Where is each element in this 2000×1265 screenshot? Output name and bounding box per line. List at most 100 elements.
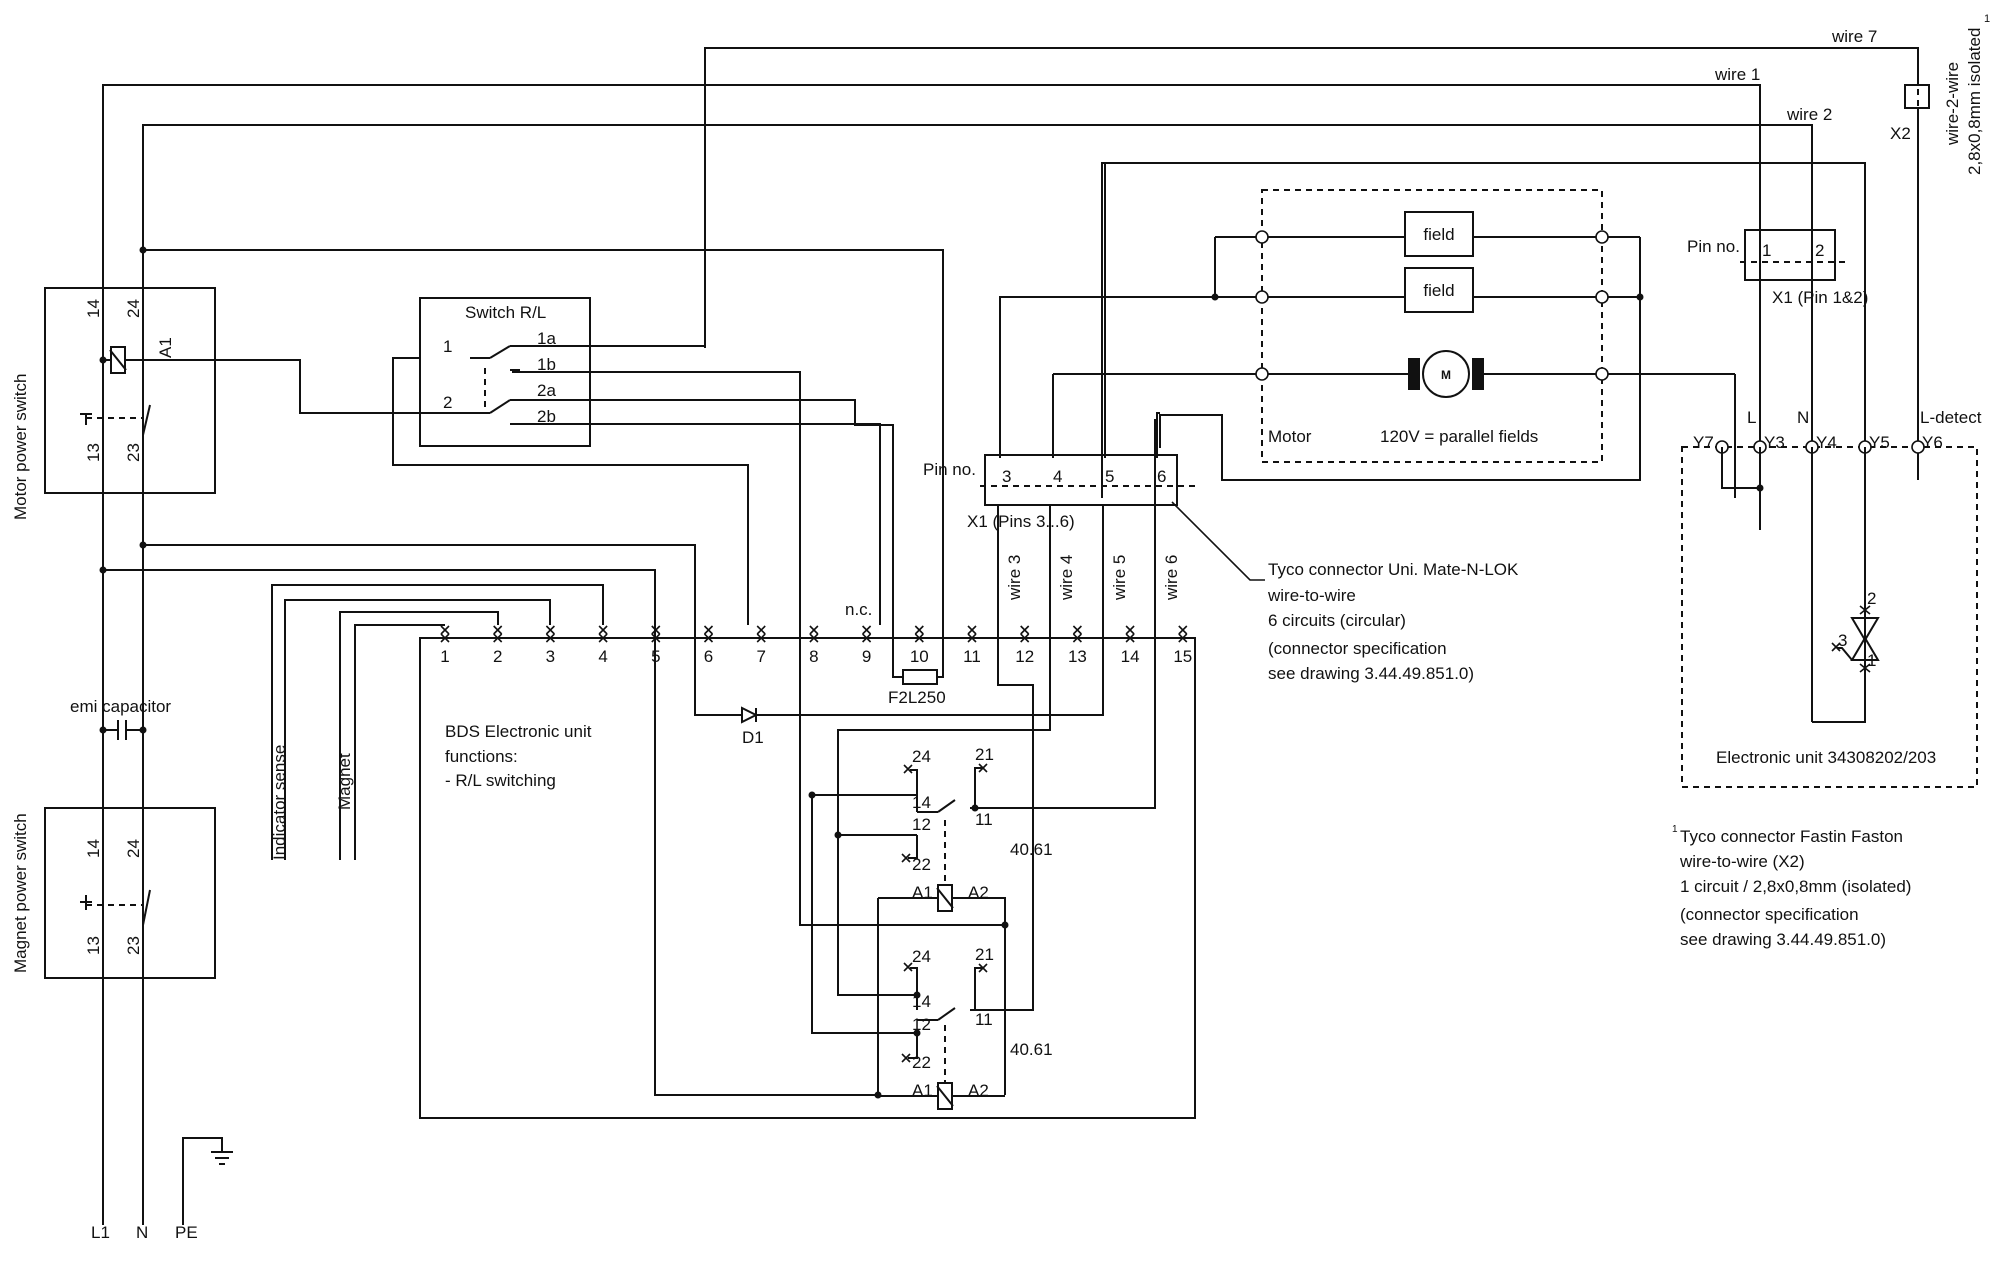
wire1-label: wire 1	[1714, 65, 1760, 84]
relay2-a1: A1	[912, 1081, 933, 1100]
mid-x1-wires	[999, 163, 1215, 458]
relay1-c24: 24	[912, 747, 931, 766]
tyco-mid-line2: wire-to-wire	[1267, 586, 1356, 605]
eu-pin-y5: Y5	[1869, 433, 1890, 452]
bds-magnet-label: Magnet	[335, 753, 354, 810]
x1-mid-pin-5: 5	[1105, 467, 1114, 486]
relay1-c22: 22	[912, 855, 931, 874]
relay1-type: 40.61	[1010, 840, 1053, 859]
motor-symbol: M	[1441, 368, 1451, 382]
x1-right-caption: X1 (Pin 1&2)	[1772, 288, 1868, 307]
tyco-mid-leader	[1171, 501, 1265, 581]
wire7-label: wire 7	[1831, 27, 1877, 46]
supply-l1: L1	[91, 1223, 110, 1242]
mps-terminal-23: 23	[124, 443, 143, 462]
x2-footnote-mark: 1	[1984, 13, 1990, 25]
magnet-power-switch-title: Magnet power switch	[11, 813, 30, 973]
switch-rl-in-2: 2	[443, 393, 452, 412]
tyco-right-line3: 1 circuit / 2,8x0,8mm (isolated)	[1680, 877, 1911, 896]
x2-spec-line2: 2,8x0,8mm isolated	[1965, 28, 1984, 175]
mid-wires-down	[997, 419, 1157, 625]
bds-terminal-label: 8	[809, 647, 818, 666]
bds-terminal-label: 11	[963, 647, 981, 666]
eu-pin-y4: Y4	[1816, 433, 1837, 452]
mps-terminal-13: 13	[84, 443, 103, 462]
bds-terminal-label: 2	[493, 647, 502, 666]
motor-power-switch	[44, 287, 490, 494]
bds-terminal-label: 9	[862, 647, 871, 666]
mps-coil-label: A1	[156, 337, 175, 358]
bds-diode-label: D1	[742, 728, 764, 747]
bds-terminal-label: 7	[756, 647, 765, 666]
relay2-c22: 22	[912, 1053, 931, 1072]
relay2-c11: 11	[975, 1010, 993, 1029]
bds-fuse-label: F2L250	[888, 688, 946, 707]
relay1-a1: A1	[912, 883, 933, 902]
bds-terminal-15: 15	[1173, 625, 1192, 666]
bds-terminal-10: 10	[910, 625, 929, 666]
relay1-c14: 14	[912, 793, 931, 812]
mps-terminal-24: 24	[124, 299, 143, 318]
wire2-label: wire 2	[1786, 105, 1832, 124]
motor-field2: field	[1423, 281, 1454, 300]
bds-terminal-label: 13	[1068, 647, 1087, 666]
ground-symbol	[182, 1137, 233, 1225]
tyco-right-line1: Tyco connector Fastin Faston	[1680, 827, 1903, 846]
eu-label-l: L	[1747, 408, 1756, 427]
bds-terminal-label: 14	[1121, 647, 1140, 666]
x2-label: X2	[1890, 124, 1911, 143]
mgps-terminal-14: 14	[84, 839, 103, 858]
switch-rl	[392, 297, 894, 625]
bds-indicator-label: Indicator sense	[270, 745, 289, 860]
switch-rl-in-1: 1	[443, 337, 452, 356]
tyco-right-line2: wire-to-wire (X2)	[1679, 852, 1805, 871]
bds-terminal-2: 2	[493, 625, 502, 666]
motor-field1: field	[1423, 225, 1454, 244]
switch-rl-title: Switch R/L	[465, 303, 546, 322]
relay1-c11: 11	[975, 810, 993, 829]
magnet-power-switch	[44, 807, 216, 979]
bds-terminal-label: 4	[598, 647, 607, 666]
tyco-mid-line1: Tyco connector Uni. Mate-N-LOK	[1268, 560, 1519, 579]
mgps-terminal-13: 13	[84, 936, 103, 955]
tyco-right-line5: see drawing 3.44.49.851.0)	[1680, 930, 1886, 949]
mid-wire-6: wire 6	[1162, 555, 1181, 601]
x1-right-pin-no: Pin no.	[1687, 237, 1740, 256]
motor-block	[1000, 189, 1736, 498]
tyco-mid-line5: see drawing 3.44.49.851.0)	[1268, 664, 1474, 683]
switch-rl-out-1b: 1b	[537, 355, 556, 374]
supply-n: N	[136, 1223, 148, 1242]
bds-terminal-1: 1	[440, 625, 450, 666]
triac-pin-2: 2	[1867, 589, 1876, 608]
bds-terminal-label: 3	[546, 647, 555, 666]
electronic-unit-right	[1681, 440, 1978, 788]
tyco-right-line4: (connector specification	[1680, 905, 1859, 924]
x1-right-connector	[1740, 229, 1845, 281]
emi-capacitor	[99, 720, 147, 740]
bds-terminal-label: 6	[704, 647, 713, 666]
mid-wire-4: wire 4	[1057, 555, 1076, 601]
mgps-terminal-23: 23	[124, 936, 143, 955]
supply-pe: PE	[175, 1223, 198, 1242]
x1-mid-connector	[980, 454, 1195, 506]
tyco-right-mark: 1	[1672, 824, 1678, 835]
bds-terminal-3: 3	[546, 625, 555, 666]
x1-mid-pin-6: 6	[1157, 467, 1166, 486]
bds-nc-label: n.c.	[845, 600, 872, 619]
bds-terminal-label: 10	[910, 647, 929, 666]
junction-dot	[99, 356, 107, 364]
triac-pin-3: 3	[1838, 631, 1847, 650]
relay1-c21: 21	[975, 745, 994, 764]
eu-label-ldetect: L-detect	[1920, 408, 1982, 427]
eu-pin-y6: Y6	[1922, 433, 1943, 452]
tyco-mid-line3: 6 circuits (circular)	[1268, 611, 1406, 630]
switch-rl-out-1a: 1a	[537, 329, 556, 348]
bds-terminal-7: 7	[756, 625, 766, 666]
relay2-c21: 21	[975, 945, 994, 964]
motor-label: Motor	[1268, 427, 1312, 446]
x2-spec-line1: wire-2-wire	[1943, 62, 1962, 146]
triac-symbol	[1831, 605, 1880, 673]
x1-mid-pin-3: 3	[1002, 467, 1011, 486]
x1-mid-caption: X1 (Pins 3...6)	[967, 512, 1075, 531]
